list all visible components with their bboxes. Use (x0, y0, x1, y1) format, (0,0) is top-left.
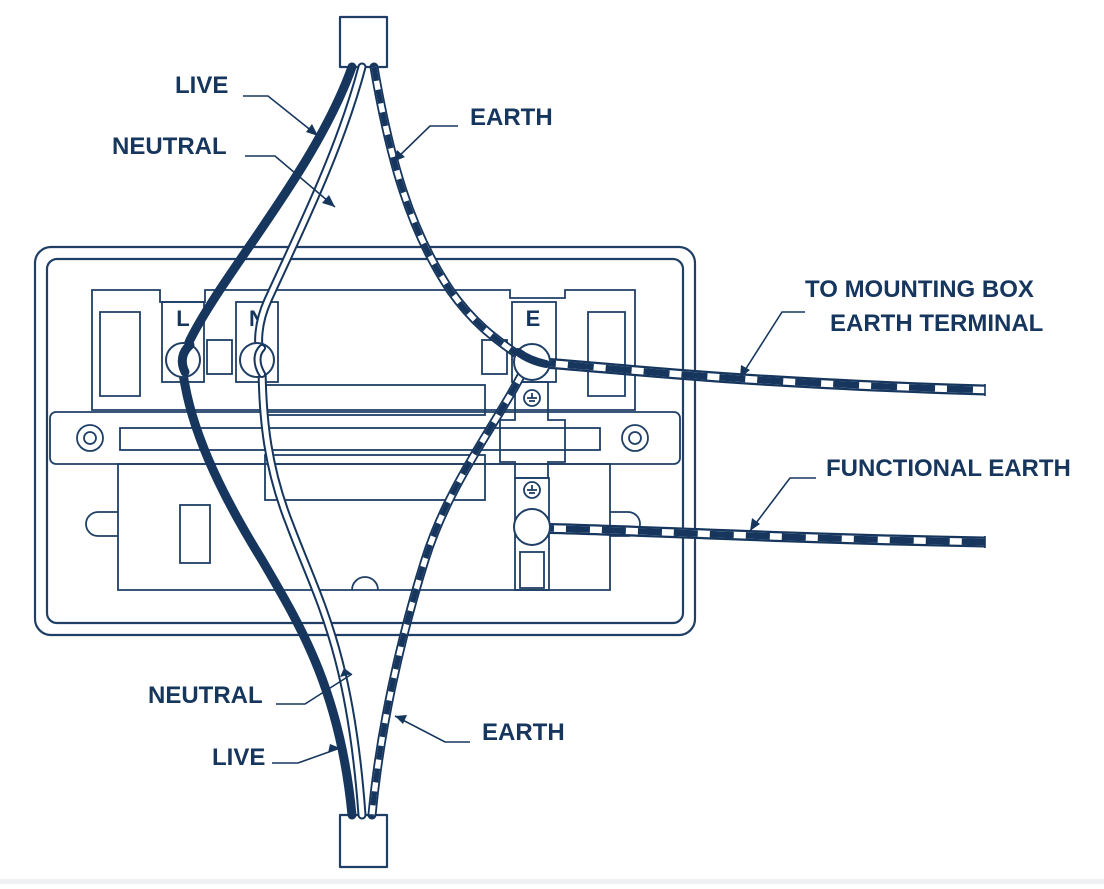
label-top-earth: EARTH (470, 104, 553, 131)
left-shutter (179, 504, 211, 564)
label-bottom-neutral: NEUTRAL (148, 682, 263, 709)
right-fixing-lug (621, 424, 649, 452)
neutral-wire (254, 62, 367, 820)
bottom-rule (0, 879, 1104, 884)
top-cable-entry (338, 15, 389, 69)
mounting-bar-rail (119, 427, 601, 451)
label-bottom-live: LIVE (212, 744, 265, 771)
bottom-cable-entry (338, 813, 389, 869)
label-functional-earth: FUNCTIONAL EARTH (826, 455, 1071, 482)
neutral-terminal-block (235, 301, 279, 383)
label-mounting-box-line1: TO MOUNTING BOX (805, 276, 1034, 303)
earth-symbol-icon (523, 389, 541, 407)
earth-wire (367, 62, 534, 820)
mounting-box-earth-lead (529, 356, 986, 396)
lower-centre-slot (264, 454, 486, 501)
terminal-housing-top (91, 289, 636, 411)
left-fixing-lug (76, 424, 104, 452)
live-terminal-letter: L (176, 306, 189, 331)
faceplate-outer-edge (33, 245, 697, 637)
earth-terminal-letter: E (526, 306, 541, 331)
functional-earth-foot (519, 551, 545, 589)
centre-notch-icon (351, 576, 379, 591)
label-mounting-box-line2: EARTH TERMINAL (830, 310, 1043, 337)
functional-earth-screw-icon (513, 508, 551, 546)
label-top-live: LIVE (175, 72, 228, 99)
left-tab (85, 511, 118, 537)
label-bottom-earth: EARTH (482, 719, 565, 746)
label-top-neutral: NEUTRAL (112, 133, 227, 160)
mounting-bar (49, 411, 681, 465)
faceplate-inner-edge (45, 257, 685, 625)
functional-earth-symbol-icon (523, 481, 541, 499)
leader-lines (243, 95, 816, 764)
socket-lower-body (117, 463, 611, 591)
live-terminal-spacer (206, 339, 233, 375)
left-clip (99, 311, 141, 397)
socket-faceplate (33, 245, 697, 637)
functional-earth-lead (529, 522, 986, 548)
live-wire (178, 62, 357, 820)
right-clip (587, 311, 626, 397)
right-fixing-hole-icon (621, 424, 649, 452)
left-fixing-hole-icon (76, 424, 104, 452)
